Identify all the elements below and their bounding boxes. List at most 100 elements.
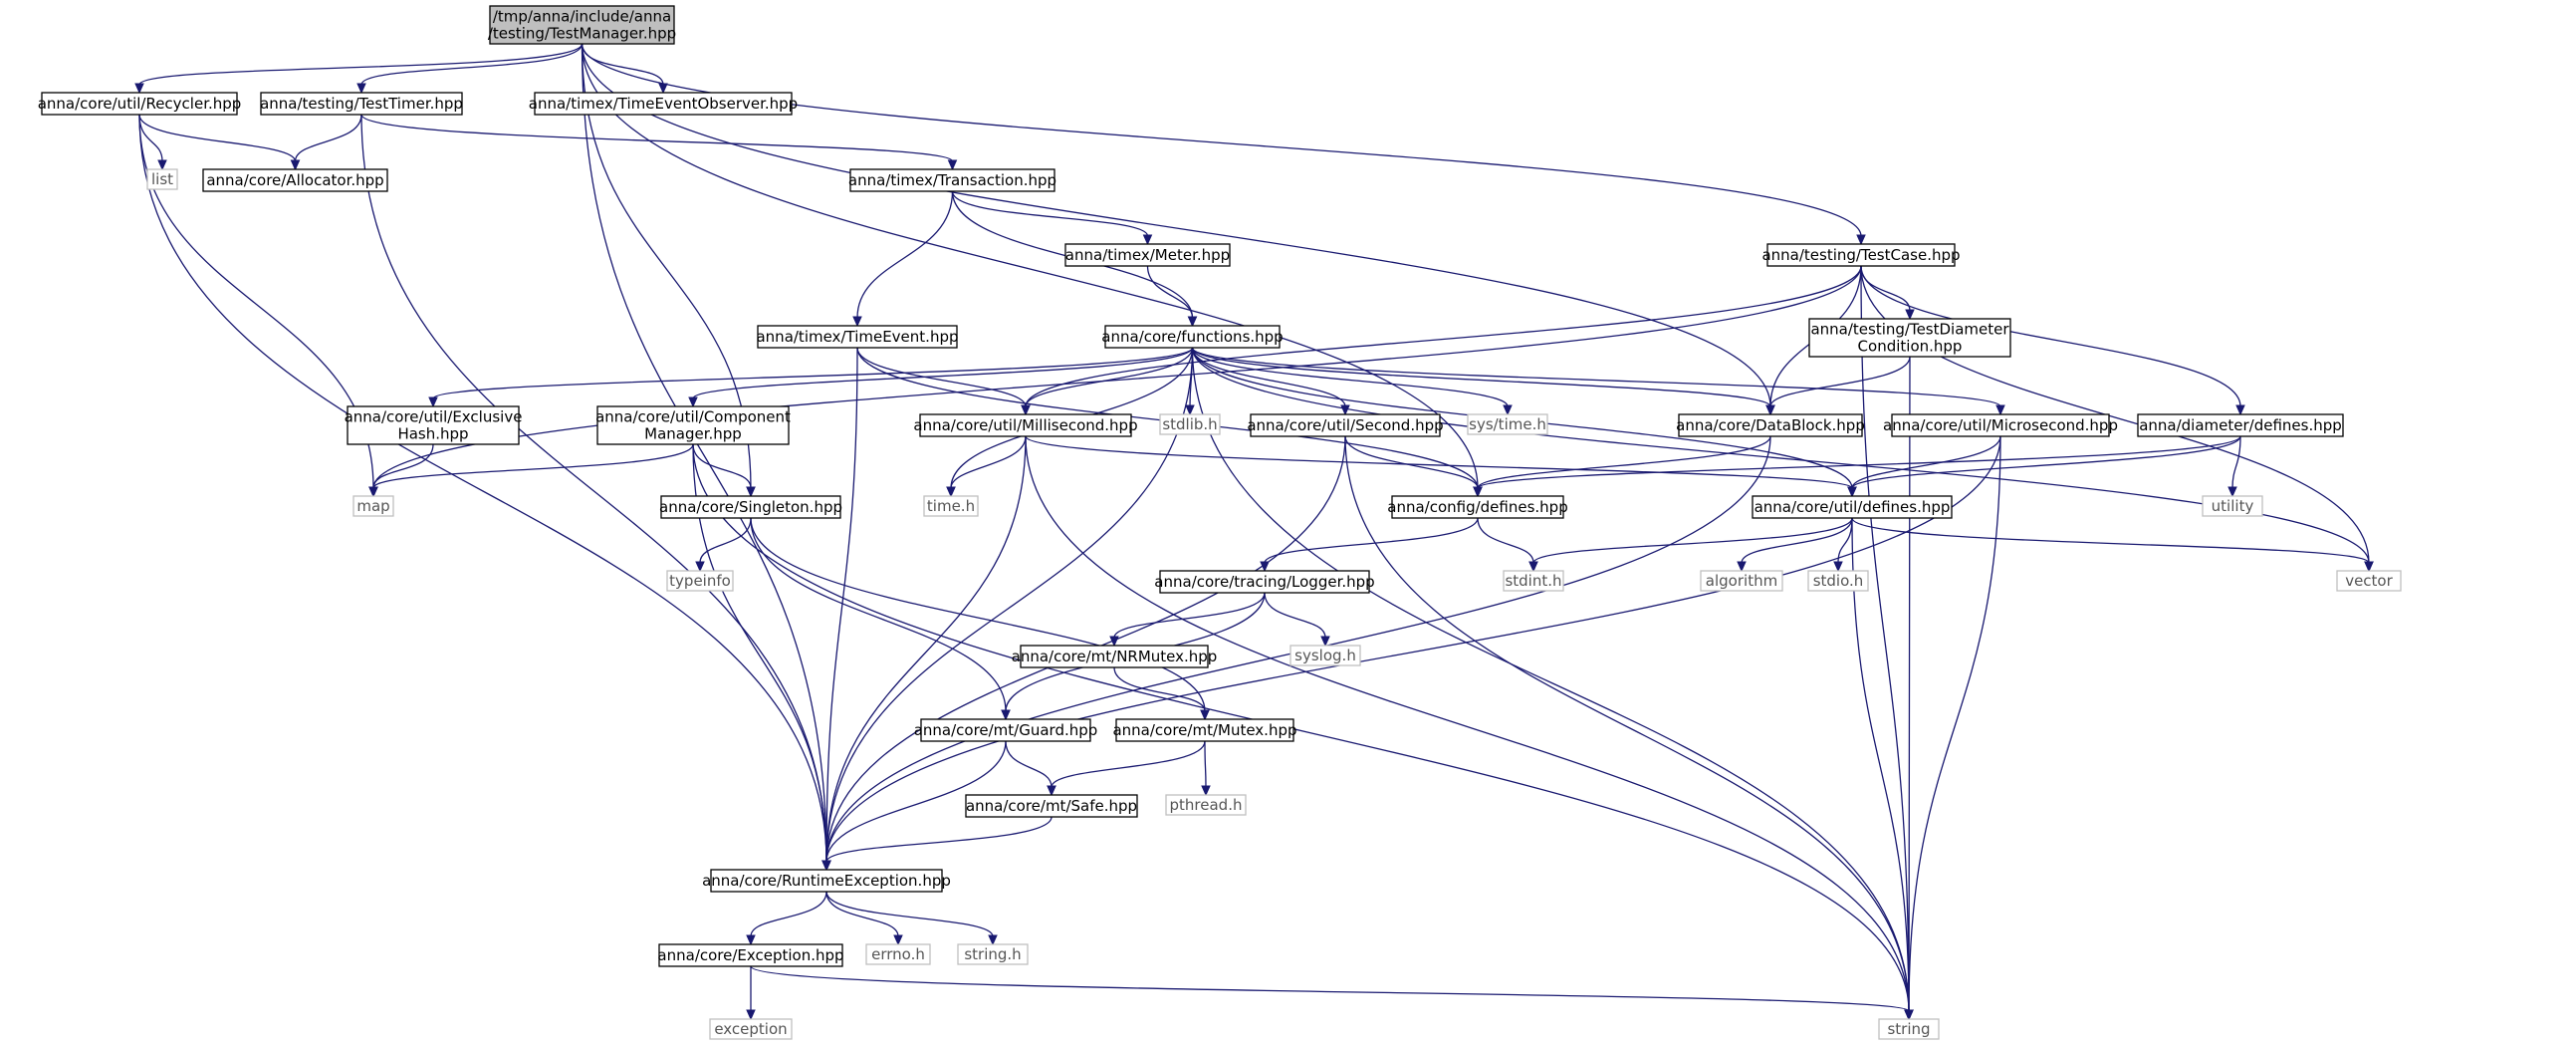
node-Millisecond[interactable]: anna/core/util/Millisecond.hpp	[913, 413, 1138, 437]
node-label: anna/core/util/Microsecond.hpp	[1883, 416, 2118, 434]
node-box	[1503, 570, 1564, 592]
node-functions[interactable]: anna/core/functions.hpp	[1101, 325, 1284, 349]
edge-functions-to-ComponentManager	[688, 347, 1194, 408]
node-DataBlock[interactable]: anna/core/DataBlock.hpp	[1676, 413, 1865, 437]
node-box	[347, 405, 520, 445]
node-typeinfo: typeinfo	[666, 570, 734, 592]
node-TimeEventObserver[interactable]: anna/timex/TimeEventObserver.hpp	[529, 92, 798, 116]
node-label: anna/core/functions.hpp	[1101, 328, 1283, 346]
node-Singleton[interactable]: anna/core/Singleton.hpp	[659, 495, 842, 519]
edge-ComponentManager-to-map	[368, 443, 694, 498]
node-box	[260, 92, 463, 116]
node-errno: errno.h	[865, 943, 931, 965]
node-systime: sys/time.h	[1467, 413, 1548, 435]
node-configDefines[interactable]: anna/config/defines.hpp	[1387, 495, 1568, 519]
edge-TimeEvent-to-RuntimeException	[821, 347, 858, 872]
edge-utilDefines-to-vector	[1851, 517, 2374, 573]
node-label: anna/testing/TestCase.hpp	[1761, 246, 1960, 264]
node-utility: utility	[2202, 495, 2263, 517]
node-box	[849, 168, 1055, 192]
node-NRMutex[interactable]: anna/core/mt/NRMutex.hpp	[1012, 645, 1218, 668]
node-Exception[interactable]: anna/core/Exception.hpp	[657, 943, 844, 967]
node-box	[965, 794, 1138, 818]
node-box	[709, 1018, 793, 1040]
node-Mutex[interactable]: anna/core/mt/Mutex.hpp	[1112, 718, 1297, 742]
node-label: string	[1887, 1020, 1930, 1038]
node-utilDefines[interactable]: anna/core/util/defines.hpp	[1752, 495, 1953, 519]
node-label: anna/core/mt/Mutex.hpp	[1112, 721, 1296, 739]
node-box	[2202, 495, 2263, 517]
node-label: /testing/TestManager.hpp	[488, 25, 676, 43]
edge-Singleton-to-typeinfo	[695, 517, 752, 573]
node-label: anna/core/mt/Safe.hpp	[966, 797, 1137, 815]
node-box	[1752, 495, 1953, 519]
edge-ExclusiveHash-to-map	[368, 443, 434, 498]
edge-Transaction-to-Meter	[951, 190, 1153, 246]
node-label: algorithm	[1706, 572, 1777, 590]
node-pthread: pthread.h	[1165, 794, 1247, 816]
node-box	[757, 325, 958, 349]
node-Transaction[interactable]: anna/timex/Transaction.hpp	[848, 168, 1056, 192]
node-label: anna/core/Allocator.hpp	[206, 171, 383, 189]
node-Microsecond[interactable]: anna/core/util/Microsecond.hpp	[1883, 413, 2118, 437]
node-label: stdint.h	[1505, 572, 1561, 590]
node-syslog: syslog.h	[1289, 645, 1361, 666]
node-label: anna/timex/Transaction.hpp	[848, 171, 1056, 189]
node-box	[710, 869, 943, 893]
edge-Meter-to-functions	[1146, 265, 1198, 328]
edge-Exception-to-exception	[746, 966, 756, 1021]
node-timeh: time.h	[923, 495, 979, 517]
node-Second[interactable]: anna/core/util/Second.hpp	[1247, 413, 1444, 437]
node-label: typeinfo	[669, 572, 731, 590]
node-TestManager[interactable]: /tmp/anna/include/anna/testing/TestManag…	[488, 5, 676, 45]
node-label: pthread.h	[1170, 796, 1243, 814]
edge-Second-to-string	[1344, 435, 1914, 1021]
node-label: stdlib.h	[1162, 415, 1217, 433]
node-algorithm: algorithm	[1700, 570, 1783, 592]
edge-RuntimeException-to-Exception	[746, 891, 827, 946]
node-box	[146, 168, 178, 190]
edge-Logger-to-NRMutex	[1109, 592, 1266, 648]
node-TimeEvent[interactable]: anna/timex/TimeEvent.hpp	[756, 325, 959, 349]
node-Meter[interactable]: anna/timex/Meter.hpp	[1064, 243, 1231, 267]
node-Guard[interactable]: anna/core/mt/Guard.hpp	[914, 718, 1098, 742]
node-TestCase[interactable]: anna/testing/TestCase.hpp	[1761, 243, 1961, 267]
node-label: map	[356, 497, 389, 515]
node-label: anna/core/util/Second.hpp	[1247, 416, 1443, 434]
node-label: anna/core/RuntimeException.hpp	[702, 872, 951, 890]
node-Allocator[interactable]: anna/core/Allocator.hpp	[202, 168, 388, 192]
node-box	[1020, 645, 1209, 668]
edge-functions-to-Microsecond	[1191, 347, 2005, 416]
edge-Millisecond-to-timeh	[946, 435, 1027, 498]
node-Logger[interactable]: anna/core/tracing/Logger.hpp	[1154, 570, 1375, 594]
node-label: anna/core/util/defines.hpp	[1755, 498, 1951, 516]
node-box	[1766, 243, 1956, 267]
node-label: vector	[2345, 572, 2393, 590]
node-box	[920, 718, 1091, 742]
node-RuntimeException[interactable]: anna/core/RuntimeException.hpp	[702, 869, 951, 893]
node-label: anna/timex/TimeEventObserver.hpp	[529, 95, 798, 113]
node-label: time.h	[927, 497, 975, 515]
edge-Exception-to-string	[750, 965, 1914, 1021]
node-stdlib: stdlib.h	[1159, 413, 1221, 435]
node-TestTimer[interactable]: anna/testing/TestTimer.hpp	[260, 92, 463, 116]
node-box	[1165, 794, 1247, 816]
node-label: anna/timex/TimeEvent.hpp	[756, 328, 958, 346]
node-Recycler[interactable]: anna/core/util/Recycler.hpp	[38, 92, 242, 116]
edge-TestTimer-to-Transaction	[360, 114, 958, 171]
node-label: anna/core/Exception.hpp	[657, 946, 843, 964]
node-box	[1064, 243, 1231, 267]
node-Safe[interactable]: anna/core/mt/Safe.hpp	[965, 794, 1138, 818]
edge-TimeEvent-to-Millisecond	[856, 347, 1031, 416]
node-box	[1467, 413, 1548, 435]
node-exception: exception	[709, 1018, 793, 1040]
node-diameterDefines[interactable]: anna/diameter/defines.hpp	[2137, 413, 2344, 437]
file-nodes: /tmp/anna/include/anna/testing/TestManag…	[38, 5, 2402, 1040]
node-box	[666, 570, 734, 592]
edge-Microsecond-to-string	[1904, 435, 2001, 1021]
edge-configDefines-to-Logger	[1260, 517, 1479, 573]
node-string: string	[1878, 1018, 1940, 1040]
